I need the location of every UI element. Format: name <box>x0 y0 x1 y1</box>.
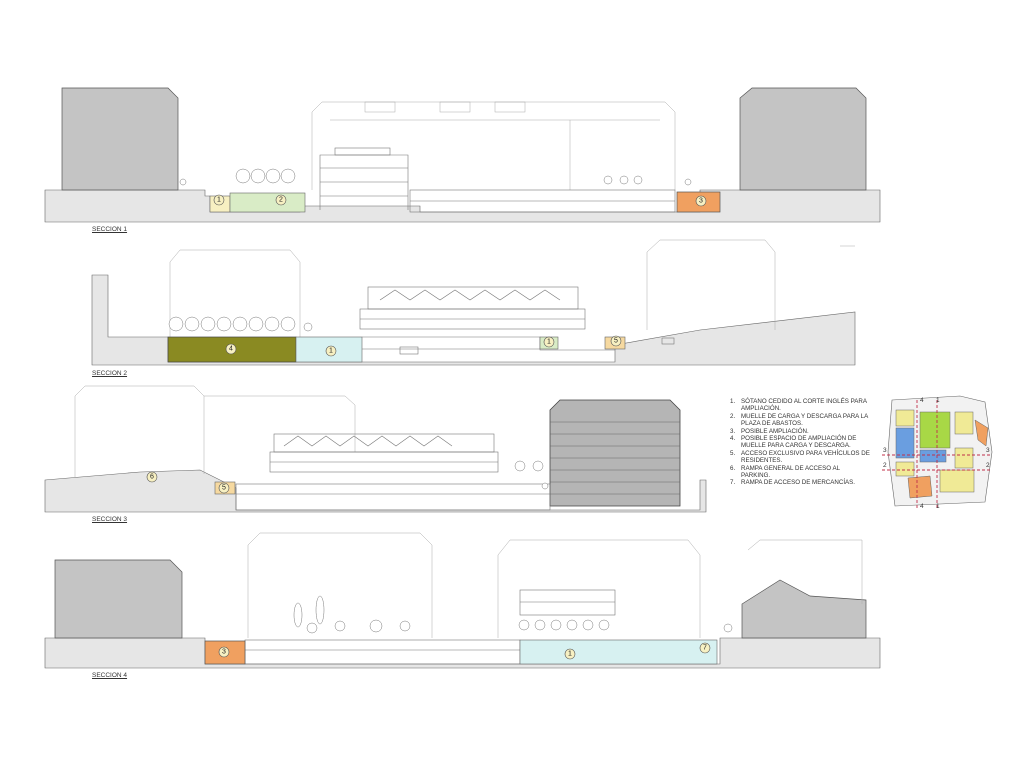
key-plan-cut-1-top: 1 <box>936 397 940 404</box>
key-plan-blue-block <box>895 427 915 459</box>
legend-item: 5.ACCESO EXCLUSIVO PARA VEHÍCULOS DE RES… <box>730 449 870 465</box>
section-1-ground <box>44 189 881 223</box>
key-plan-cut-3-right: 3 <box>986 447 990 454</box>
key-plan-orange-block <box>907 475 933 499</box>
key-plan-cut-1-bottom: 1 <box>936 503 940 510</box>
legend-item: 4.POSIBLE ESPACIO DE AMPLIACIÓN DE MUELL… <box>730 435 857 450</box>
section-1-title: SECCION 1 <box>92 226 128 233</box>
section-2-market-building <box>359 286 586 330</box>
section-4-marker-7: 7 <box>703 645 707 652</box>
section-4-background-building-1 <box>247 532 433 638</box>
section-3-drawing: 6 5 <box>44 385 707 513</box>
section-1-background-building <box>311 101 676 190</box>
section-1-right-building <box>739 87 867 191</box>
key-plan-cut-2-right: 2 <box>986 462 990 469</box>
section-3-marker-5: 5 <box>222 485 226 492</box>
legend-item: 3.POSIBLE AMPLIACIÓN. <box>730 427 809 435</box>
key-plan-cut-4-top: 4 <box>920 397 924 404</box>
section-3-corte-ingles-building <box>549 399 681 507</box>
section-3-left-building <box>74 385 205 478</box>
section-1-market-building <box>319 154 409 210</box>
section-3-title: SECCION 3 <box>92 516 128 523</box>
section-2-ground <box>91 274 856 366</box>
key-plan-cut-3-left: 3 <box>883 447 887 454</box>
section-4-parking <box>244 639 521 665</box>
key-plan-cut-4-bottom: 4 <box>920 503 924 510</box>
section-1-drawing: 1 2 3 <box>44 87 881 223</box>
section-1-zone-2 <box>229 192 306 213</box>
section-4-background-building-2 <box>497 539 701 638</box>
section-3-market-building <box>269 433 499 473</box>
section-4-left-building <box>54 559 183 639</box>
section-4-marker-1: 1 <box>568 651 572 658</box>
key-plan: 4 1 3 3 2 2 4 1 <box>882 395 993 510</box>
section-1-marker-3: 3 <box>699 198 703 205</box>
section-4-zone-1 <box>519 639 718 665</box>
section-2-marker-5: 5 <box>614 338 618 345</box>
section-2-title: SECCION 2 <box>92 370 128 377</box>
section-3-ground <box>44 469 707 513</box>
section-3-trees <box>514 460 549 490</box>
section-1-trees <box>179 168 692 186</box>
section-2-left-building <box>169 249 301 337</box>
section-4-drawing: 3 1 7 <box>44 532 881 669</box>
section-4-title: SECCION 4 <box>92 672 128 679</box>
section-2-right-building <box>646 239 855 330</box>
key-plan-green-block <box>919 411 951 449</box>
section-3-marker-6: 6 <box>150 474 154 481</box>
section-4-right-building <box>741 579 867 639</box>
section-1-marker-1: 1 <box>217 197 221 204</box>
section-1-marker-2: 2 <box>279 197 283 204</box>
section-3-parking <box>235 483 551 511</box>
section-2-marker-4: 4 <box>229 346 233 353</box>
key-plan-cut-2-left: 2 <box>883 462 887 469</box>
legend-item: 2.MUELLE DE CARGA Y DESCARGA PARA LA PLA… <box>730 412 868 428</box>
section-1-left-building <box>61 87 179 191</box>
section-2-trees <box>168 316 313 332</box>
legend: 1.SÓTANO CEDIDO AL CORTE INGLÉS PARA AMP… <box>730 398 870 487</box>
section-2-drawing: 4 1 1 5 <box>91 239 856 366</box>
section-4-ground <box>44 637 881 669</box>
legend-item: 1.SÓTANO CEDIDO AL CORTE INGLÉS PARA AMP… <box>730 398 867 413</box>
legend-item: 6.RAMPA GENERAL DE ACCESO AL PARKING. <box>730 464 840 480</box>
section-4-marker-3: 3 <box>222 649 226 656</box>
legend-item: 7.RAMPA DE ACCESO DE MERCANCÍAS. <box>730 479 856 487</box>
section-2-marker-1b: 1 <box>547 339 551 346</box>
section-2-marker-1: 1 <box>329 348 333 355</box>
section-4-trees <box>293 595 733 634</box>
